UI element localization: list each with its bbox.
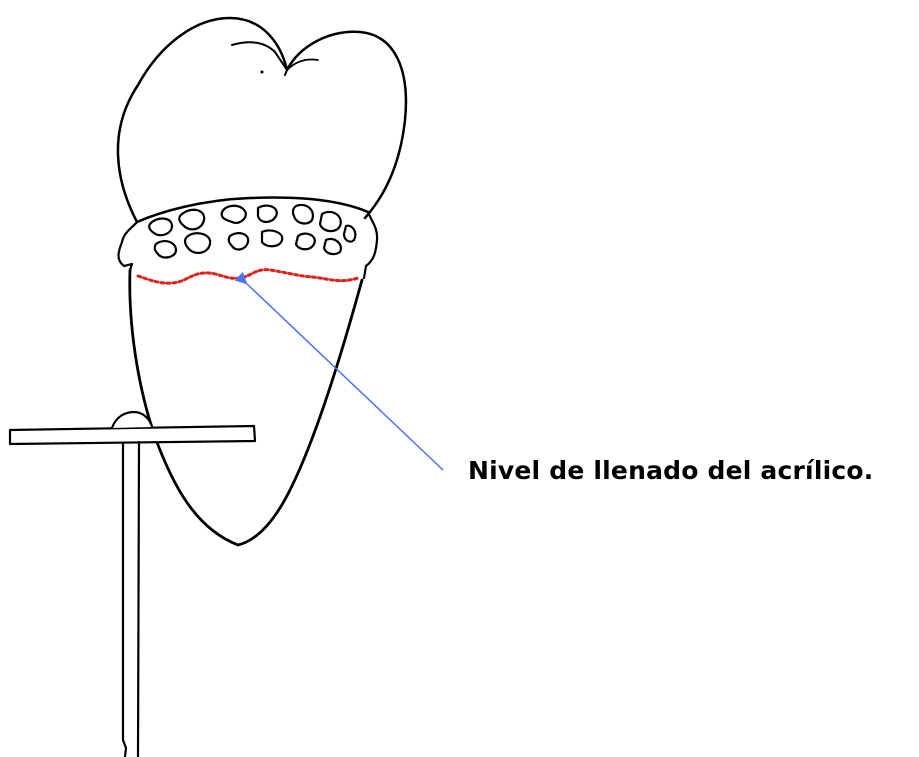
retention-band-left [119,222,138,270]
stand-cap [112,412,152,428]
retention-band-top [137,198,368,222]
acrylic-fill-level [138,270,358,283]
retention-band-right [364,212,377,278]
annotation-arrow [246,283,443,470]
stand-post-right [138,442,139,757]
retention-mesh [149,205,355,258]
stand-post-left [123,444,126,757]
crown-dot [261,71,264,74]
tooth-crown [118,18,406,222]
fill-level-label: Nivel de llenado del acrílico. [468,456,873,485]
stand-crossbar [10,426,255,444]
tooth-root [130,270,362,545]
